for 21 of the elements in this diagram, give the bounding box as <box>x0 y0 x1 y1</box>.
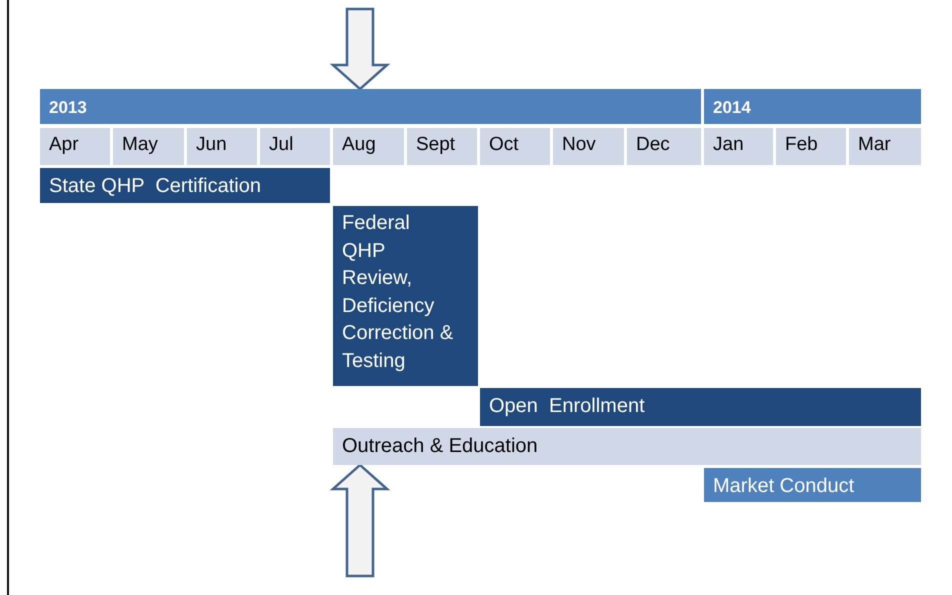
block-arrow <box>330 463 390 578</box>
month-header: Feb <box>776 128 846 165</box>
month-header: May <box>113 128 184 165</box>
month-header: Jan <box>704 128 773 165</box>
task-bar: Open Enrollment <box>480 388 921 426</box>
month-header: Sept <box>407 128 477 165</box>
month-header: Aug <box>333 128 404 165</box>
year-band: 2013 <box>40 89 701 124</box>
month-header: Apr <box>40 128 110 165</box>
month-header: Nov <box>553 128 624 165</box>
task-bar: Market Conduct <box>704 468 921 502</box>
task-bar: Outreach & Education <box>333 428 921 465</box>
month-header: Mar <box>849 128 921 165</box>
month-header: Dec <box>627 128 701 165</box>
month-header: Jul <box>260 128 330 165</box>
block-arrow <box>330 8 390 91</box>
month-header: Oct <box>480 128 550 165</box>
task-bar: State QHP Certification <box>40 168 330 203</box>
month-header: Jun <box>187 128 257 165</box>
year-band: 2014 <box>704 89 921 124</box>
task-bar: Federal QHP Review, Deficiency Correction & Testing <box>333 206 478 386</box>
